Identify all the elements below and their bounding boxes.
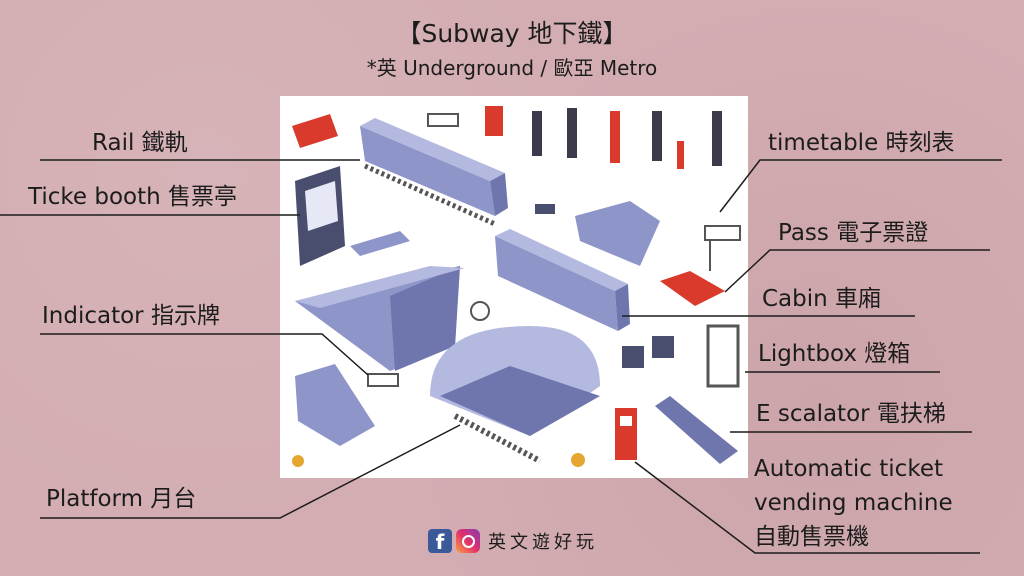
- label-escalator: E scalator 電扶梯: [756, 401, 946, 427]
- label-indicator: Indicator 指示牌: [42, 303, 220, 329]
- station-entrance-illustration: [295, 266, 465, 371]
- label-ticket-booth: Ticke booth 售票亭: [28, 184, 237, 210]
- label-vending-2: vending machine: [754, 490, 953, 516]
- pass-card-illustration: [292, 114, 338, 148]
- brand-name: 英文遊好玩: [488, 532, 598, 553]
- label-vending-3: 自動售票機: [754, 524, 869, 550]
- label-platform: Platform 月台: [46, 486, 197, 512]
- rail-train-illustration: [360, 118, 508, 227]
- page-subtitle: *英 Underground / 歐亞 Metro: [366, 56, 658, 80]
- label-vending-1: Automatic ticket: [754, 456, 943, 482]
- ticket-booth-illustration: [295, 166, 345, 266]
- cabin-train-illustration: [495, 229, 630, 331]
- label-pass: Pass 電子票證: [778, 220, 929, 246]
- facebook-icon[interactable]: f: [428, 529, 452, 554]
- instagram-icon[interactable]: [456, 529, 480, 553]
- subway-illustration: [280, 96, 748, 478]
- label-timetable: timetable 時刻表: [768, 130, 955, 156]
- platform-tunnel-illustration: [430, 326, 600, 464]
- label-lightbox: Lightbox 燈箱: [758, 341, 911, 367]
- brand-footer: f 英文遊好玩: [428, 528, 598, 554]
- lightbox-illustration: [706, 324, 740, 388]
- label-cabin: Cabin 車廂: [762, 286, 882, 312]
- vending-machine-illustration: [615, 408, 637, 460]
- page-title: 【Subway 地下鐵】: [396, 19, 628, 48]
- label-rail: Rail 鐵軌: [92, 130, 188, 156]
- people-illustration: [532, 108, 722, 169]
- escalator-illustration: [655, 396, 738, 464]
